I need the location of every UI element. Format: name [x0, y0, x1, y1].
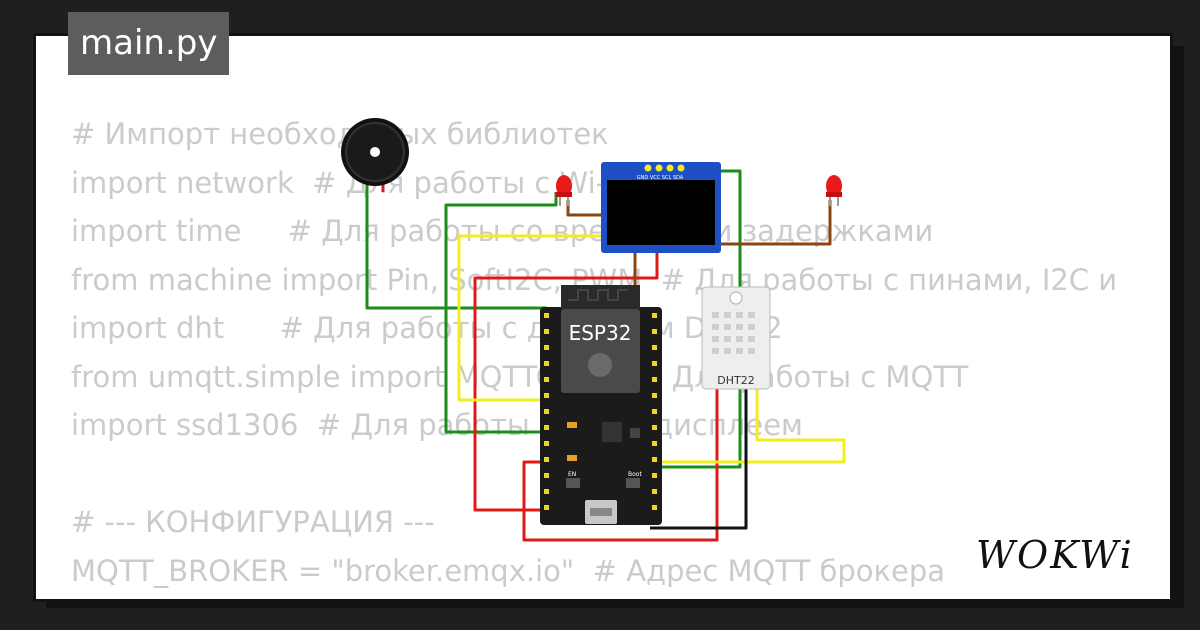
sensor-label: DHT22	[717, 374, 754, 387]
code-line: # Импорт необходимых библиотек	[71, 117, 609, 151]
wire-brown-led	[633, 200, 832, 290]
dht22-sensor: DHT22	[701, 286, 771, 390]
board-label: ESP32	[569, 321, 632, 345]
led-left	[556, 175, 572, 206]
wire-red-dht	[522, 385, 719, 542]
filename-tab: main.py	[68, 12, 230, 75]
wire-green-buzzer	[365, 180, 547, 310]
led-right	[826, 175, 842, 206]
buzzer	[341, 118, 409, 186]
oled-display: GND VCC SCL SDA	[601, 162, 721, 253]
wokwi-logo: WOKWi	[966, 528, 1151, 580]
code-line: MQTT_BROKER = "broker.emqx.io" # Адрес M…	[71, 553, 946, 588]
en-label: EN	[568, 471, 576, 478]
boot-label: Boot	[628, 471, 642, 478]
wire-green-led	[444, 192, 558, 434]
code-line: # --- КОНФИГУРАЦИЯ ---	[71, 505, 435, 539]
wire-black-gnd	[650, 385, 748, 530]
esp32-board: ESP32 EN Boot	[540, 285, 662, 525]
oled-pin-labels: GND VCC SCL SDA	[637, 175, 684, 181]
logo-text: WOKWi	[976, 533, 1134, 577]
